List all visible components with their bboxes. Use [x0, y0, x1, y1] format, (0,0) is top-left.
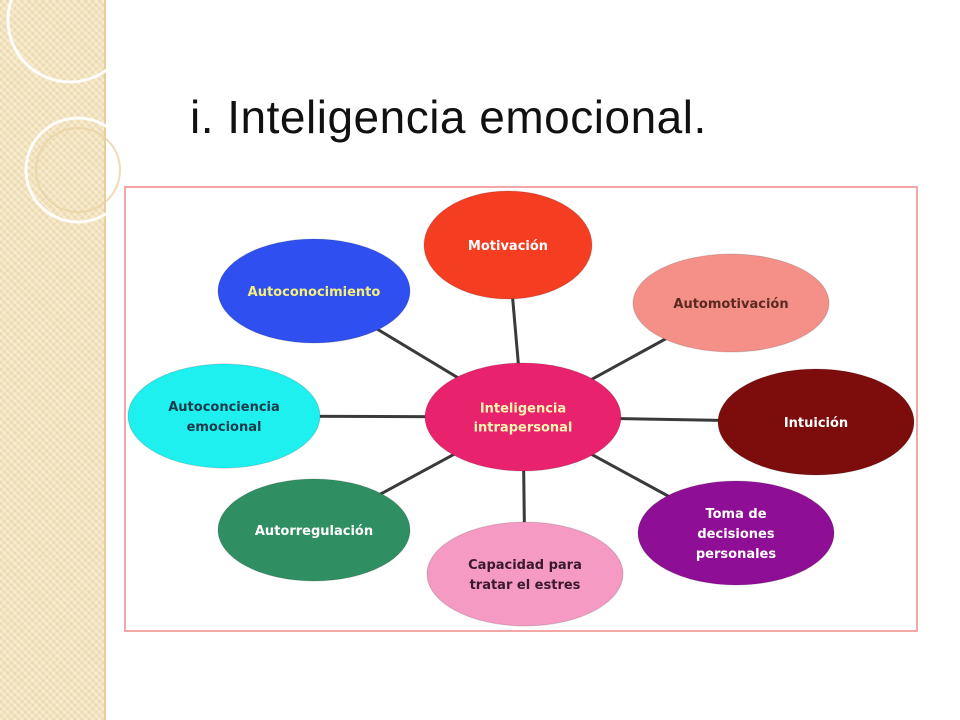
node-autorregulacion-label: Autorregulación [255, 524, 373, 539]
node-center-inteligencia-intrapersonal-label: Inteligencia [480, 402, 566, 417]
node-automotivacion-label: Automotivación [673, 297, 788, 312]
node-autoconciencia-label: emocional [187, 420, 262, 435]
node-intuicion-label: Intuición [784, 416, 848, 431]
node-toma-de-decisiones-label: decisiones [697, 527, 774, 542]
node-autorregulacion: Autorregulación [217, 478, 411, 582]
node-autorregulacion-bubble [217, 478, 411, 582]
node-center-inteligencia-intrapersonal-label: intrapersonal [474, 421, 573, 436]
node-motivacion: Motivación [423, 190, 593, 300]
node-intuicion-bubble [717, 368, 915, 476]
node-capacidad-estres-label: Capacidad para [468, 558, 582, 573]
node-motivacion-label: Motivación [468, 239, 548, 254]
node-automotivacion: Automotivación [632, 253, 830, 353]
node-toma-de-decisiones-label: Toma de [705, 507, 766, 522]
node-motivacion-bubble [423, 190, 593, 300]
node-capacidad-estres: Capacidad para tratar el estres [426, 521, 624, 627]
node-automotivacion-bubble [632, 253, 830, 353]
slide-title: i. Inteligencia emocional. [190, 91, 707, 143]
node-autoconocimiento-bubble [217, 238, 411, 344]
node-toma-de-decisiones: Toma de decisiones personales [637, 480, 835, 586]
node-center-inteligencia-intrapersonal-bubble [424, 362, 622, 472]
node-autoconocimiento-label: Autoconocimiento [248, 285, 381, 300]
node-intuicion: Intuición [717, 368, 915, 476]
node-capacidad-estres-bubble [426, 521, 624, 627]
node-autoconciencia: Autoconciencia emocional [127, 363, 321, 469]
node-capacidad-estres-label: tratar el estres [470, 578, 581, 593]
node-autoconciencia-bubble [127, 363, 321, 469]
node-autoconocimiento: Autoconocimiento [217, 238, 411, 344]
node-center-inteligencia-intrapersonal: Inteligencia intrapersonal [424, 362, 622, 472]
node-autoconciencia-label: Autoconciencia [168, 400, 280, 415]
node-toma-de-decisiones-label: personales [696, 547, 777, 562]
node-toma-de-decisiones-bubble [637, 480, 835, 586]
decorative-circles [6, 0, 130, 224]
